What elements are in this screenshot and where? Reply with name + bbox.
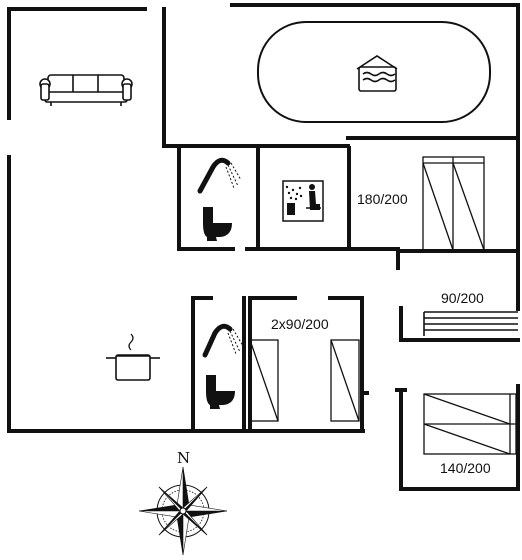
hot-tub-icon bbox=[356, 55, 398, 92]
bed-size-label-90: 90/200 bbox=[441, 290, 484, 306]
bed-icon bbox=[249, 339, 279, 422]
hot-tub bbox=[257, 21, 491, 123]
bed-icon bbox=[423, 311, 518, 336]
bed-size-label-140: 140/200 bbox=[440, 460, 491, 476]
compass-north-label: N bbox=[177, 449, 191, 467]
shower-icon bbox=[202, 323, 244, 358]
walls bbox=[7, 3, 520, 491]
bed-icon bbox=[330, 339, 360, 422]
bed-icon bbox=[423, 393, 517, 455]
bed-size-label-2x90: 2x90/200 bbox=[271, 316, 329, 332]
compass-rose-icon bbox=[138, 466, 228, 556]
bed-icon bbox=[422, 156, 485, 251]
sauna-icon bbox=[282, 180, 324, 222]
toilet-icon bbox=[206, 375, 235, 409]
bed-size-label-180: 180/200 bbox=[357, 191, 408, 207]
toilet-icon bbox=[203, 207, 232, 241]
cooking-pot-icon bbox=[106, 333, 160, 381]
sofa-icon bbox=[39, 74, 133, 106]
shower-icon bbox=[197, 157, 242, 194]
